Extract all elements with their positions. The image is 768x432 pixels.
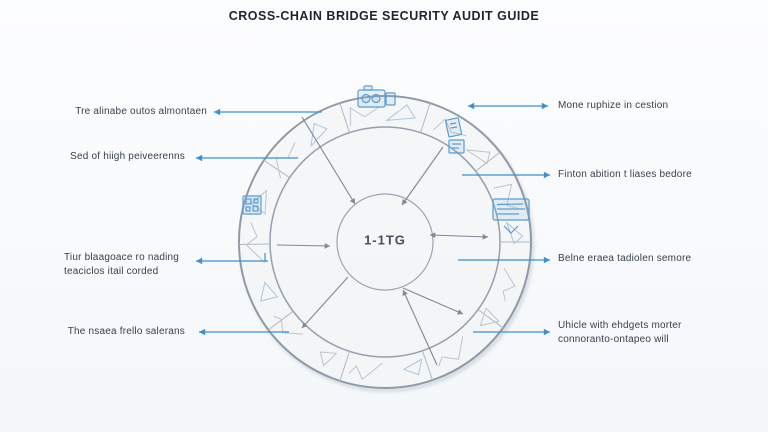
- label-text: connoranto-ontapeo will: [558, 334, 669, 345]
- label-text: Uhicle with ehdgets morter: [558, 320, 682, 331]
- label-text: Sed of hiigh peiveerenns: [70, 151, 185, 162]
- projector-icon: [357, 85, 396, 108]
- page-title: CROSS-CHAIN BRIDGE SECURITY AUDIT GUIDE: [228, 9, 540, 23]
- label-text: Belne eraea tadiolen semore: [558, 253, 692, 264]
- label-text: Tiur blaagoace ro nading: [64, 252, 180, 263]
- label-left-4: The nsaea frello salerans: [68, 325, 185, 339]
- label-left-3: Tiur blaagoace ro nading teaciclos itail…: [64, 251, 179, 279]
- label-text: The nsaea frello salerans: [67, 326, 185, 337]
- label-text: Mone ruphize in cestion: [558, 100, 669, 111]
- label-right-1: Mone ruphize in cestion: [558, 99, 668, 113]
- qr-icon: [242, 195, 262, 215]
- label-left-2: Sed of hiigh peiveerenns: [70, 150, 185, 164]
- label-right-2: Finton abition t liases bedore: [558, 168, 692, 182]
- label-text: teaciclos itail corded: [64, 266, 159, 277]
- documents-icon: [445, 117, 465, 154]
- label-text: Tre alinabe outos almontaen: [75, 106, 207, 117]
- label-text: Finton abition t liases bedore: [558, 169, 692, 180]
- label-right-4: Uhicle with ehdgets morter connoranto-on…: [558, 319, 682, 347]
- label-left-1: Tre alinabe outos almontaen: [75, 105, 207, 119]
- diagram-center-label: 1-1TG: [364, 232, 406, 248]
- laptop-icon: [492, 198, 530, 234]
- label-right-3: Belne eraea tadiolen semore: [558, 252, 691, 266]
